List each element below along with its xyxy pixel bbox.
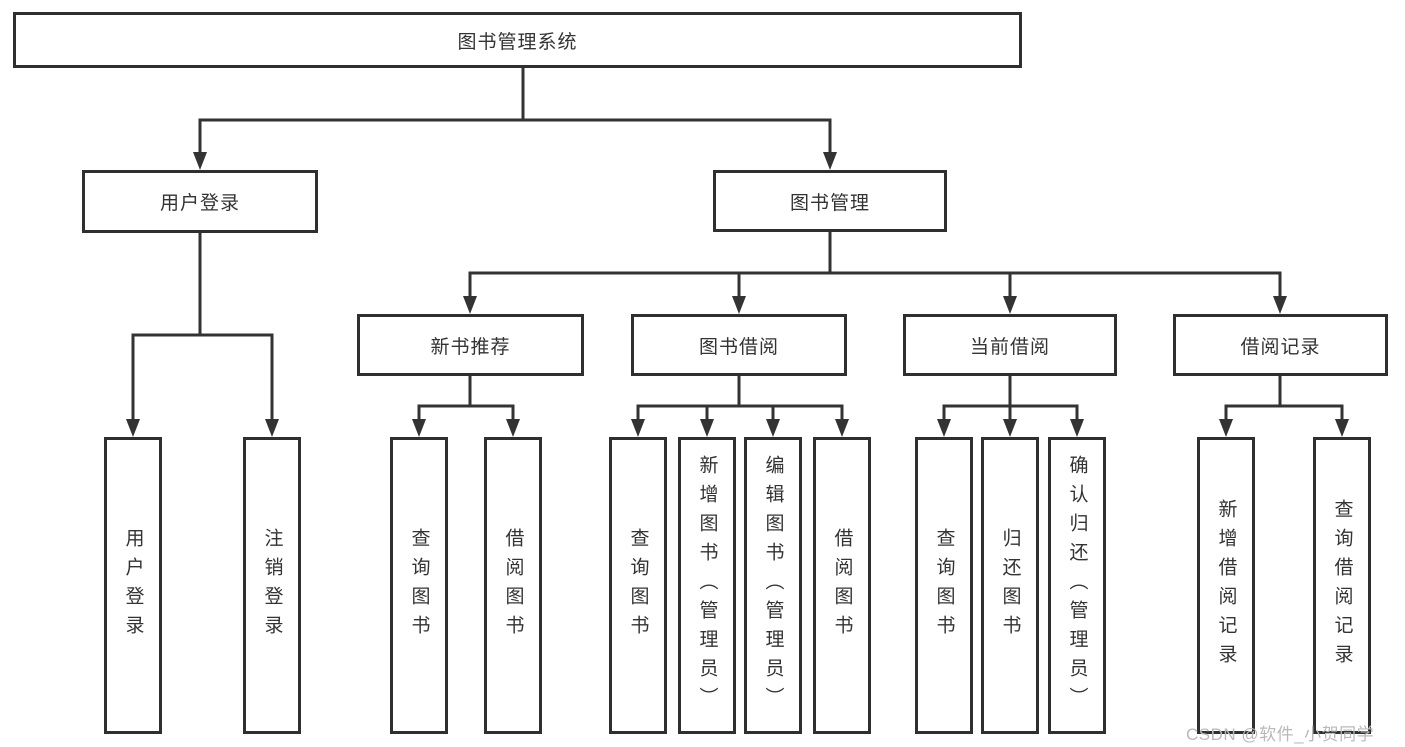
node-label: 图书管理 (789, 192, 870, 214)
leaf-label: 归还图书 (999, 527, 1021, 644)
leaf-edit-book-admin: 编辑图书（管理员） (744, 437, 802, 734)
leaf-return-books: 归还图书 (981, 437, 1039, 734)
leaf-confirm-return-admin: 确认归还（管理员） (1048, 437, 1106, 734)
node-label: 借阅记录 (1240, 336, 1321, 358)
node-root-library-system: 图书管理系统 (13, 12, 1022, 68)
node-label: 用户登录 (159, 193, 240, 214)
leaf-label: 借阅图书 (831, 527, 853, 644)
node-label: 当前借阅 (969, 336, 1050, 358)
leaf-label: 编辑图书（管理员） (762, 455, 784, 716)
leaf-label: 查询图书 (627, 527, 649, 644)
leaf-query-books-borrow: 查询图书 (609, 437, 667, 734)
node-book-borrow: 图书借阅 (631, 314, 847, 376)
leaf-label: 查询借阅记录 (1331, 498, 1353, 673)
node-label: 图书借阅 (698, 336, 779, 358)
leaf-query-books-recommend: 查询图书 (390, 437, 448, 734)
leaf-query-books-current: 查询图书 (915, 437, 973, 734)
leaf-add-borrow-record: 新增借阅记录 (1197, 437, 1255, 734)
leaf-label: 新增图书（管理员） (696, 455, 718, 716)
leaf-label: 确认归还（管理员） (1066, 455, 1088, 716)
leaf-user-login: 用户登录 (104, 437, 162, 734)
leaf-label: 借阅图书 (502, 527, 524, 644)
node-current-borrow: 当前借阅 (903, 314, 1117, 376)
node-label: 图书管理系统 (457, 31, 578, 53)
leaf-label: 用户登录 (122, 527, 144, 644)
csdn-watermark: CSDN @软件_小贺同学 (1186, 725, 1375, 744)
arrowhead-icons (126, 152, 1349, 437)
leaf-logout: 注销登录 (243, 437, 301, 734)
leaf-query-borrow-record: 查询借阅记录 (1313, 437, 1371, 734)
leaf-borrow-books: 借阅图书 (813, 437, 871, 734)
node-book-management: 图书管理 (713, 170, 947, 232)
node-borrow-records: 借阅记录 (1173, 314, 1388, 376)
leaf-label: 查询图书 (408, 527, 430, 644)
node-user-login: 用户登录 (82, 170, 318, 233)
leaf-label: 注销登录 (261, 527, 283, 644)
node-new-book-recommend: 新书推荐 (357, 314, 584, 376)
leaf-add-book-admin: 新增图书（管理员） (678, 437, 736, 734)
node-label: 新书推荐 (430, 336, 511, 358)
leaf-label: 查询图书 (933, 527, 955, 644)
leaf-label: 新增借阅记录 (1215, 498, 1237, 673)
leaf-borrow-books-recommend: 借阅图书 (484, 437, 542, 734)
